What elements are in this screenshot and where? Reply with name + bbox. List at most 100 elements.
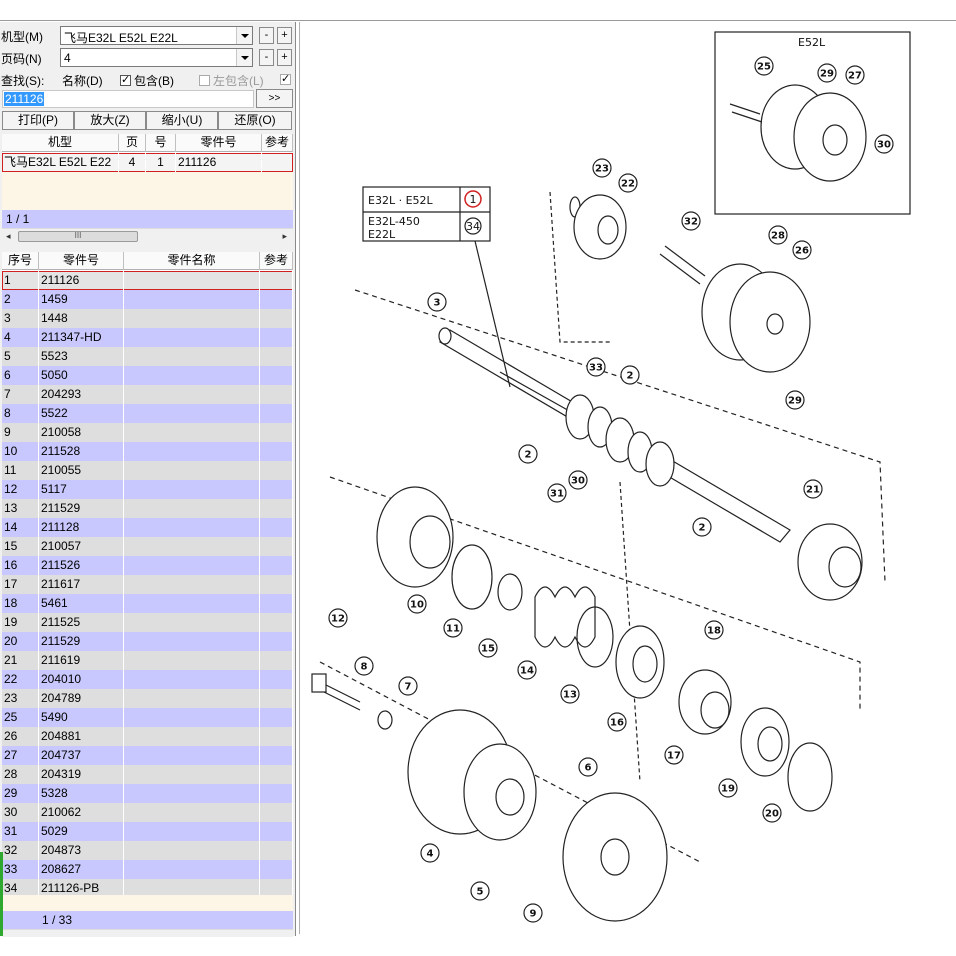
callout-9[interactable]: 9	[523, 903, 543, 923]
results-col-part[interactable]: 零件号	[176, 134, 262, 152]
callout-29[interactable]: 29	[785, 390, 805, 410]
parts-col-ref[interactable]: 参考	[260, 252, 293, 270]
results-col-model[interactable]: 机型	[2, 134, 119, 152]
scroll-left-icon[interactable]: ◂	[6, 231, 11, 241]
callout-3[interactable]: 3	[427, 292, 447, 312]
model-select[interactable]: 飞马E32L E52L E22L	[60, 26, 253, 45]
zoom-out-button[interactable]: 缩小(U)	[146, 111, 218, 130]
chevron-down-icon[interactable]	[236, 49, 252, 66]
page-select[interactable]: 4	[60, 48, 253, 67]
callout-30[interactable]: 30	[568, 470, 588, 490]
callout-7[interactable]: 7	[398, 676, 418, 696]
search-input[interactable]: 211126	[2, 90, 254, 108]
callout-29[interactable]: 30	[874, 134, 894, 154]
callout-2[interactable]: 2	[692, 517, 712, 537]
callout-18[interactable]: 18	[704, 620, 724, 640]
callout-12[interactable]: 12	[328, 608, 348, 628]
callout-26[interactable]: 26	[792, 240, 812, 260]
callout-20[interactable]: 20	[762, 803, 782, 823]
search-go-button[interactable]: >>	[256, 89, 293, 108]
parts-col-partno[interactable]: 零件号	[39, 252, 124, 270]
model-prev-button[interactable]: -	[259, 27, 274, 44]
callout-4[interactable]: 4	[420, 843, 440, 863]
callout-6[interactable]: 6	[578, 757, 598, 777]
table-row[interactable]: 飞马E32L E52L E22 4 1 211126	[2, 153, 293, 172]
callout-32[interactable]: 32	[681, 211, 701, 231]
callout-28[interactable]: 28	[768, 225, 788, 245]
scroll-thumb[interactable]: III	[18, 231, 138, 242]
contains-option[interactable]: 包含(B)	[120, 72, 174, 89]
left-contains-option[interactable]: 左包含(L)	[199, 72, 264, 89]
callout-2[interactable]: 2	[518, 444, 538, 464]
callout-14[interactable]: 14	[517, 660, 537, 680]
callout-23[interactable]: 23	[592, 158, 612, 178]
callout-13[interactable]: 13	[560, 684, 580, 704]
results-col-ref[interactable]: 参考	[262, 134, 293, 152]
callout-16[interactable]: 16	[607, 712, 627, 732]
left-contains-checkbox[interactable]	[199, 75, 210, 86]
results-hscrollbar[interactable]: ◂ III ▸	[2, 228, 293, 244]
model-next-button[interactable]: +	[277, 27, 292, 44]
chevron-down-icon[interactable]	[236, 27, 252, 44]
scroll-right-icon[interactable]: ▸	[282, 231, 287, 241]
parts-col-name[interactable]: 零件名称	[124, 252, 260, 270]
callout-8[interactable]: 8	[354, 656, 374, 676]
restore-button[interactable]: 还原(O)	[218, 111, 292, 130]
results-col-no[interactable]: 号	[146, 134, 176, 152]
callout-28[interactable]: 29	[817, 63, 837, 83]
callout-17[interactable]: 17	[664, 745, 684, 765]
callout-11[interactable]: 11	[443, 618, 463, 638]
page-next-button[interactable]: +	[277, 49, 292, 66]
callout-5[interactable]: 5	[470, 881, 490, 901]
parts-hscrollbar[interactable]	[2, 929, 293, 937]
print-button[interactable]: 打印(P)	[2, 111, 74, 130]
callout-27[interactable]: 27	[845, 65, 865, 85]
callout-25[interactable]: 25	[754, 56, 774, 76]
callout-2[interactable]: 2	[620, 365, 640, 385]
zoom-in-button[interactable]: 放大(Z)	[74, 111, 146, 130]
callout-21[interactable]: 21	[803, 479, 823, 499]
parts-col-seq[interactable]: 序号	[2, 252, 39, 270]
contains-checkbox[interactable]	[120, 73, 131, 86]
callout-22[interactable]: 22	[618, 173, 638, 193]
page-prev-button[interactable]: -	[259, 49, 274, 66]
callout-15[interactable]: 15	[478, 638, 498, 658]
results-col-page[interactable]: 页	[119, 134, 146, 152]
name-option-label[interactable]: 名称(D)	[62, 74, 103, 88]
extra-checkbox[interactable]	[280, 72, 291, 85]
callout-19[interactable]: 19	[718, 778, 738, 798]
callout-31[interactable]: 31	[547, 483, 567, 503]
callout-10[interactable]: 10	[407, 594, 427, 614]
